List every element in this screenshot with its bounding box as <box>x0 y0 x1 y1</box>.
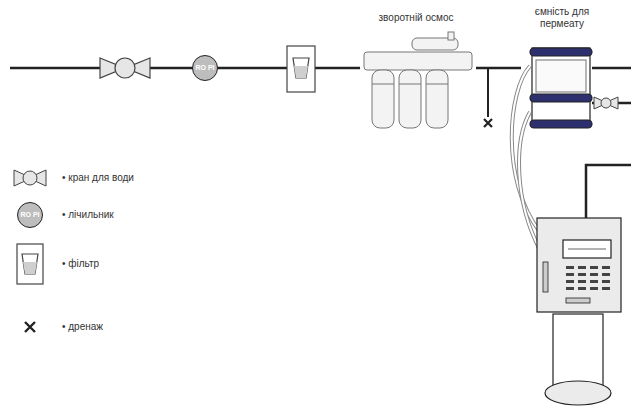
reverse-osmosis-unit <box>372 70 394 128</box>
permeate-tank <box>530 94 592 102</box>
key <box>590 266 598 269</box>
dispensing-machine <box>545 381 611 405</box>
legend-text: • кран для води <box>62 172 134 183</box>
ro-unit: зворотній осмос <box>356 12 476 130</box>
reverse-osmosis-unit <box>426 70 448 128</box>
keypad <box>566 266 610 290</box>
legend-filter-symbol <box>17 244 43 284</box>
dispensing-machine <box>553 314 603 392</box>
permeate-tank <box>532 48 590 126</box>
part-label: зворотній осмос <box>356 12 476 24</box>
dispensing-machine <box>586 165 631 218</box>
key <box>578 273 586 276</box>
reverse-osmosis-unit <box>399 70 421 128</box>
hose <box>512 66 540 250</box>
permeate-tank <box>530 48 592 128</box>
meter-circle: RO PI <box>192 55 218 81</box>
water-valve <box>100 58 150 78</box>
key <box>602 280 610 283</box>
key <box>566 273 574 276</box>
dispensing-machine <box>563 240 611 258</box>
pipe <box>592 67 631 70</box>
meter-label: RO PI <box>195 64 214 72</box>
key <box>602 287 610 290</box>
key <box>578 280 586 283</box>
water-valve <box>115 58 135 78</box>
reverse-osmosis-unit <box>426 84 448 85</box>
dispensing-machine <box>537 218 621 312</box>
key <box>578 287 586 290</box>
key <box>590 273 598 276</box>
legend-drain-symbol <box>25 322 35 332</box>
legend-drain-symbol <box>25 322 35 332</box>
legend-filter-symbol <box>23 262 37 274</box>
permeate-tank <box>536 60 586 92</box>
reverse-osmosis-unit <box>448 32 454 40</box>
water-filter <box>293 58 309 78</box>
key <box>590 280 598 283</box>
legend-filter-symbol <box>22 254 38 274</box>
reverse-osmosis-unit <box>364 32 472 128</box>
legend-text: • дренаж <box>62 321 103 332</box>
key <box>566 287 574 290</box>
permeate-tank <box>530 48 592 56</box>
dispensing-machine <box>537 165 631 405</box>
key <box>566 280 574 283</box>
pipe-connector <box>476 67 521 70</box>
key <box>602 266 610 269</box>
dispensing-machine <box>543 262 548 292</box>
outlet-valve <box>594 97 618 109</box>
legend-valve-symbol <box>23 171 37 185</box>
key <box>602 273 610 276</box>
key <box>590 287 598 290</box>
part-label: ємність для пермеату <box>521 6 603 29</box>
reverse-osmosis-unit <box>364 52 472 70</box>
drain <box>487 68 489 117</box>
key <box>566 266 574 269</box>
reverse-osmosis-unit <box>399 84 421 85</box>
drain <box>484 119 492 127</box>
reverse-osmosis-unit <box>372 84 394 85</box>
legend-filter-symbol <box>17 244 43 284</box>
water-filter <box>287 46 315 92</box>
key <box>578 266 586 269</box>
legend-text: • фільтр <box>62 258 99 269</box>
legend-text: • лічильник <box>62 209 114 220</box>
dispensing-machine <box>568 249 606 250</box>
water-filter <box>287 46 315 92</box>
water-filter <box>294 66 308 78</box>
legend-meter-circle: RO PI <box>17 202 43 228</box>
permeate-tank-box: ємність для пермеату <box>521 6 603 130</box>
legend-valve-symbol <box>14 170 46 186</box>
drain <box>484 68 492 127</box>
permeate-tank <box>530 120 592 128</box>
outlet-valve <box>601 98 611 108</box>
meter-label: RO PI <box>20 211 39 219</box>
dispensing-machine <box>566 298 590 303</box>
